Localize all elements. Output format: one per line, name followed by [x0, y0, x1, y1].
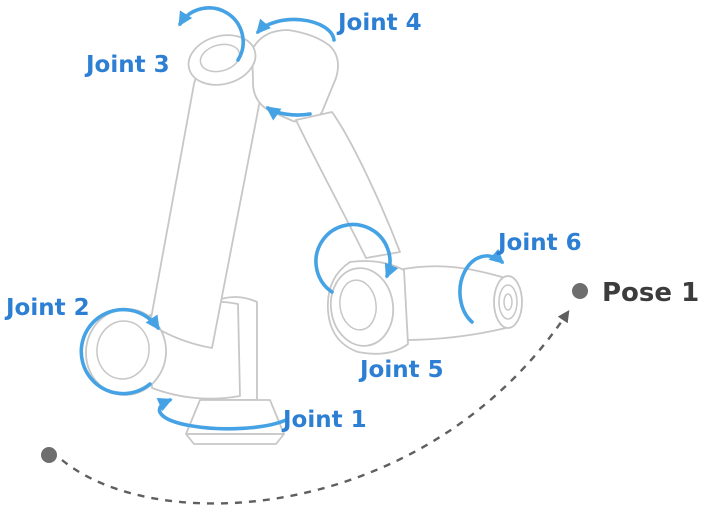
robot-tool-flange-center: [503, 293, 513, 311]
joint-4-label: Joint 4: [336, 10, 422, 36]
trajectory-dashed-path: [61, 310, 570, 505]
joint-6-rotation-arrow: [458, 248, 505, 324]
joint-1-label: Joint 1: [281, 407, 367, 433]
joint-1-rotation-arrow: [156, 398, 288, 431]
joint-3-label: Joint 3: [84, 52, 170, 78]
joint-6-label: Joint 6: [496, 230, 582, 256]
joint-4-rotation-arrow-bottom: [265, 106, 312, 121]
pose-1-label: Pose 1: [602, 278, 699, 308]
joint-labels: Joint 1 Joint 2 Joint 3 Joint 4 Joint 5 …: [4, 10, 582, 433]
joint-5-label: Joint 5: [358, 357, 444, 383]
joint-5-rotation-arrow: [314, 222, 399, 294]
joint-2-rotation-arrow: [79, 307, 160, 396]
robot-joint4-housing: [251, 29, 339, 124]
trajectory-to-pose: Pose 1: [41, 278, 699, 505]
robot-joint5-inner-face: [339, 279, 377, 331]
robot-joint3-inner-face: [199, 43, 241, 73]
start-waypoint-dot: [41, 447, 57, 463]
robot-joint5-outer-face: [329, 267, 395, 347]
robot-joint3-outer-face: [187, 34, 257, 86]
robot-base-plate: [185, 433, 285, 445]
joint-3-rotation-arrow: [178, 6, 245, 62]
rotation-arrows: [79, 6, 505, 431]
robot-tool-flange-mid: [498, 284, 518, 320]
joint-2-label: Joint 2: [4, 295, 90, 321]
robot-joint2-inner-face: [96, 320, 150, 380]
robot-tool-flange-outer: [493, 275, 523, 329]
pose-1-dot: [572, 283, 588, 299]
robot-end-link: [397, 265, 507, 341]
robot-forearm: [295, 111, 401, 259]
robot-arm-outline: [85, 29, 523, 445]
joint-4-rotation-arrow-top: [256, 17, 336, 42]
